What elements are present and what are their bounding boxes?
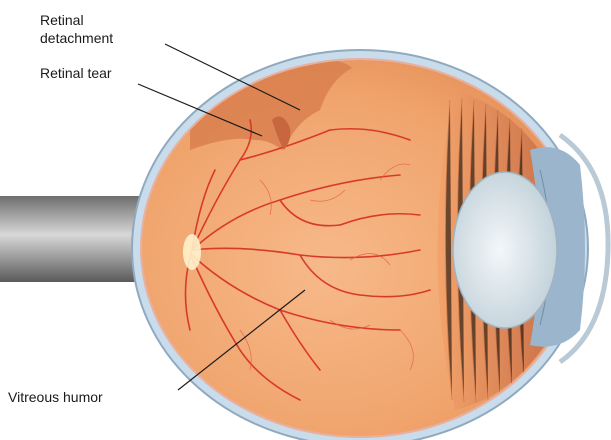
label-retinal-tear: Retinal tear <box>40 65 112 81</box>
lens <box>453 172 557 328</box>
label-retinal-detachment: Retinal detachment <box>40 12 113 46</box>
label-vitreous-humor: Vitreous humor <box>8 389 103 405</box>
optic-disc <box>183 234 201 270</box>
label-retinal-detachment-line1: Retinal <box>40 12 84 28</box>
label-retinal-detachment-line2: detachment <box>40 30 113 46</box>
